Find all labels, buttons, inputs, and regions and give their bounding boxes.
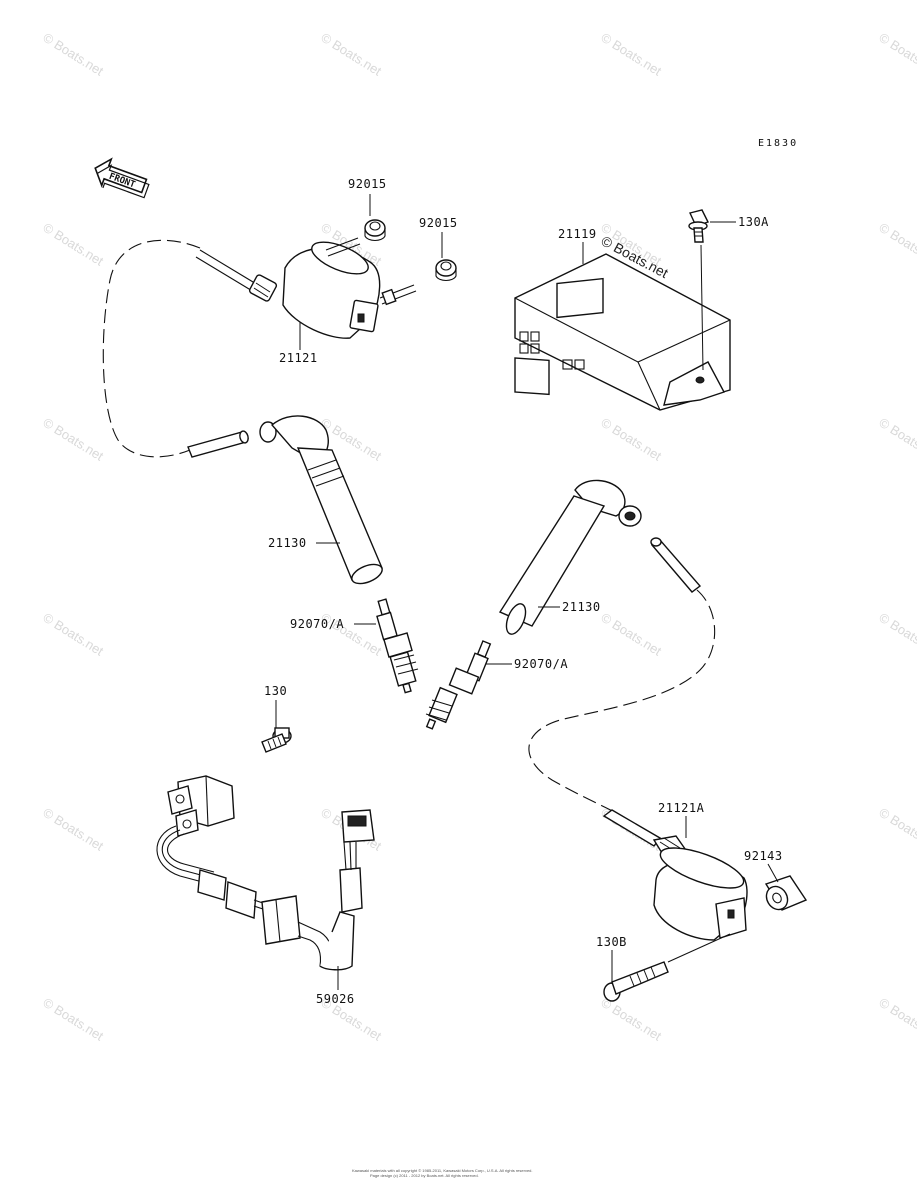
watermark-text: © Boats.net bbox=[876, 995, 917, 1044]
copyright-footer-line1: Kawasaki materials with all copyright © … bbox=[352, 1168, 533, 1173]
collar-92143 bbox=[764, 875, 808, 911]
watermark-text: © Boats.net bbox=[876, 805, 917, 854]
label-92070-left: 92070/A bbox=[290, 617, 344, 631]
watermark-text: © Boats.net bbox=[598, 30, 664, 79]
watermark-text: © Boats.net bbox=[40, 30, 106, 79]
igniter-unit-21119 bbox=[514, 253, 731, 411]
spark-plug-92070-left bbox=[376, 598, 419, 694]
label-92143: 92143 bbox=[744, 849, 783, 863]
watermark-text: © Boats.net bbox=[598, 995, 664, 1044]
watermark-text: © Boats.net bbox=[876, 415, 917, 464]
label-21119: 21119 bbox=[558, 227, 597, 241]
nut-92015-lower bbox=[435, 259, 457, 282]
hv-lead-tube-upper bbox=[187, 430, 249, 458]
pickup-coil-harness-59026 bbox=[156, 775, 375, 971]
spark-plug-92070-right bbox=[425, 640, 492, 730]
callout-leaders bbox=[275, 194, 779, 990]
bolt-130 bbox=[261, 727, 292, 753]
copyright-footer-line2: Page design (c) 2011 - 2012 by Boats.net… bbox=[370, 1173, 479, 1178]
watermark-text: © Boats.net bbox=[876, 30, 917, 79]
bolt-130A bbox=[688, 209, 709, 371]
nut-92015-upper bbox=[364, 219, 386, 242]
hv-lead-right bbox=[528, 537, 716, 816]
watermark-text: © Boats.net bbox=[40, 995, 106, 1044]
watermark-text: © Boats.net bbox=[876, 610, 917, 659]
watermark-text: © Boats.net bbox=[318, 30, 384, 79]
diagram-reference-code: E1830 bbox=[758, 138, 798, 149]
label-130A: 130A bbox=[738, 215, 769, 229]
label-21121: 21121 bbox=[279, 351, 318, 365]
label-92015-lower: 92015 bbox=[419, 216, 458, 230]
ignition-coil-21121 bbox=[195, 237, 417, 339]
label-130: 130 bbox=[264, 684, 287, 698]
watermark-text: © Boats.net bbox=[40, 415, 106, 464]
label-92015-upper: 92015 bbox=[348, 177, 387, 191]
label-92070-right: 92070/A bbox=[514, 657, 568, 671]
watermark-text: © Boats.net bbox=[40, 805, 106, 854]
bolt-130B bbox=[603, 933, 731, 1002]
label-21121A: 21121A bbox=[658, 801, 705, 815]
watermark-text: © Boats.net bbox=[598, 415, 664, 464]
watermark-text: © Boats.net bbox=[598, 610, 664, 659]
label-59026: 59026 bbox=[316, 992, 355, 1006]
hv-cable-route-left bbox=[102, 239, 201, 458]
spark-plug-cap-21130-upper bbox=[259, 415, 383, 585]
spark-plug-cap-21130-right bbox=[498, 479, 642, 635]
label-130B: 130B bbox=[596, 935, 627, 949]
label-21130-upper: 21130 bbox=[268, 536, 307, 550]
part-number-labels: 92015 92015 21119 130A 21121 21130 21130… bbox=[264, 177, 783, 1006]
watermark-text: © Boats.net bbox=[876, 220, 917, 269]
watermark-text: © Boats.net bbox=[40, 220, 106, 269]
label-21130-right: 21130 bbox=[562, 600, 601, 614]
front-direction-arrow: FRONT bbox=[94, 157, 150, 199]
ignition-coil-21121A bbox=[602, 809, 748, 941]
watermark-text: © Boats.net bbox=[40, 610, 106, 659]
